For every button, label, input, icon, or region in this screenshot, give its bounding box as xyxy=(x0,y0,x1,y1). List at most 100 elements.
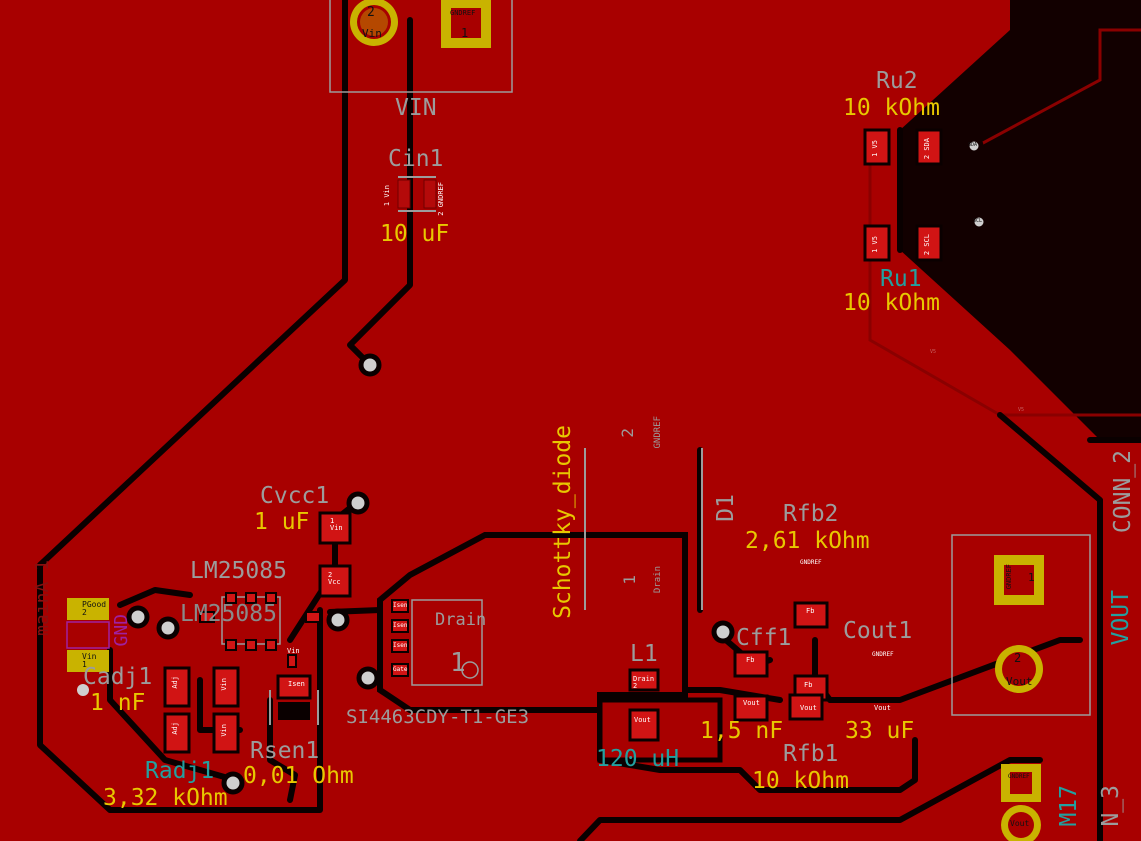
ru2-ref-label: Ru2 xyxy=(876,68,918,94)
rsen1-value-label: 0,01 Ohm xyxy=(243,763,354,789)
via-vout xyxy=(711,620,735,644)
cvcc1-ref-label: Cvcc1 xyxy=(260,483,330,509)
via-left-3 xyxy=(77,684,89,696)
net-v5-label-1: V5 xyxy=(930,349,937,355)
vin-connector-outline xyxy=(329,0,513,93)
l1-ref-label: L1 xyxy=(630,641,658,667)
cin1-pad1-label: 1 Vin xyxy=(383,185,391,207)
cin1-ref-label: Cin1 xyxy=(388,146,444,172)
cout1-value-label: 33 uF xyxy=(845,718,915,744)
d1-pad1-number: 1 xyxy=(620,575,639,585)
ru1-pad2-label: 2 SCL xyxy=(923,234,931,256)
radj1-pad2-label: Vin xyxy=(220,724,228,737)
cout1-pad2-label: GNDREF xyxy=(872,651,894,658)
conn3-ref-label: N_3 xyxy=(1098,785,1124,827)
rfb2-value-label: 2,61 kOhm xyxy=(745,528,870,554)
q1-pin-isen-2: Isen xyxy=(393,622,408,629)
cout1-pad1-label: Vout xyxy=(874,704,891,712)
rsen1-vin-label: Vin xyxy=(287,647,300,655)
via-left-1 xyxy=(126,605,150,629)
vin-pad2-net: Vin xyxy=(362,27,382,40)
cadj1-ref-label: Cadj1 xyxy=(83,664,153,690)
ru2-value-label: 10 kOhm xyxy=(843,95,940,121)
lm25085-fab-ref: LM25085 xyxy=(180,601,277,627)
ru2-pad2-label: 2 SDA xyxy=(923,138,931,160)
via-cvcc xyxy=(346,491,370,515)
cff1-value-label: 1,5 nF xyxy=(700,718,784,744)
cadj1-pad1-label: Adj xyxy=(171,676,179,689)
vin-pad1-number: 1 xyxy=(461,26,469,40)
via-sda-label: SDA xyxy=(968,142,978,148)
via-left-2 xyxy=(156,616,180,640)
drain-copper-pour xyxy=(377,532,688,713)
vout-pad1-number: 1 xyxy=(1028,571,1035,584)
rfb1-pad2-label: Fb xyxy=(804,681,813,689)
vout-pad1-net: GNDREF xyxy=(1005,564,1013,590)
ru1-value-label: 10 kOhm xyxy=(843,290,940,316)
m17-pad1-net: GNDREF xyxy=(1008,773,1030,780)
rsen1-ref-label: Rsen1 xyxy=(250,738,320,764)
radj1-value-label: 3,32 kOhm xyxy=(103,785,228,811)
left-ic-ref-label: GND xyxy=(111,614,132,647)
rfb1-ref-label: Rfb1 xyxy=(783,741,839,767)
cff1-ref-label: Cff1 xyxy=(736,625,792,651)
conn2-ref-label: CONN_2 xyxy=(1110,450,1136,534)
vout-ref-label: VOUT xyxy=(1108,590,1134,646)
copper-zone-upper-right xyxy=(900,0,1141,440)
vout-pad2-number: 2 xyxy=(1014,651,1022,665)
via-scl xyxy=(969,212,989,232)
rfb1-value-label: 10 kOhm xyxy=(752,768,849,794)
q1-outline xyxy=(411,599,483,686)
cadj1-value-label: 1 nF xyxy=(90,690,146,716)
rsen1-pad-label: Isen xyxy=(288,680,305,688)
d1-pad1-net: Drain xyxy=(653,566,663,594)
rfb1-pad1-label: Vout xyxy=(800,704,817,712)
q1-drain-label: Drain xyxy=(435,610,487,630)
cin1-value-label: 10 uF xyxy=(380,221,450,247)
radj1-ref-label: Radj1 xyxy=(145,758,215,784)
vin-pad2-number: 2 xyxy=(367,5,375,20)
q1-pin-isen-3: Isen xyxy=(393,642,408,649)
q1-pin1-label: 1 xyxy=(450,648,466,678)
via-scl-label: SCL xyxy=(973,218,983,224)
lm25085-silk-ref: LM25085 xyxy=(190,558,287,584)
net-v5-label-2: V5 xyxy=(1018,407,1025,413)
cff1-pad1-label: Vout xyxy=(743,699,760,707)
m17-ref-label: M17 xyxy=(1056,785,1082,827)
rfb2-ref-label: Rfb2 xyxy=(783,501,839,527)
d1-ref-label: D1 xyxy=(713,494,739,522)
m17-pad2-net: Vout xyxy=(1010,819,1030,828)
q1-pin-gate: Gate xyxy=(393,666,408,673)
cff1-pad2-label: Fb xyxy=(746,656,755,664)
d1-pad2-net: GNDREF xyxy=(653,416,663,449)
cvcc1-value-label: 1 uF xyxy=(254,509,310,535)
cout1-ref-label: Cout1 xyxy=(843,618,913,644)
l1-pad1-label: Vout xyxy=(634,716,651,724)
vin-pad1-net: GNDREF xyxy=(450,9,476,17)
d1-pad2-number: 2 xyxy=(618,428,637,438)
vout-pad2-net: Vout xyxy=(1006,675,1033,688)
q1-ref-label: SI4463CDY-T1-GE3 xyxy=(346,706,530,728)
via-isen xyxy=(326,608,350,632)
via-vin-mid xyxy=(358,353,382,377)
q1-pin-isen-1: Isen xyxy=(393,602,408,609)
via-bottom xyxy=(221,771,245,795)
rfb2-pad1-label: Fb xyxy=(806,607,815,615)
via-gate xyxy=(356,666,380,690)
cin1-pad2-label: 2 GNDREF xyxy=(437,182,445,216)
vout-connector-outline xyxy=(951,534,1091,716)
rfb2-pad2-label: GNDREF xyxy=(800,559,822,566)
vin-ref-label: VIN xyxy=(395,95,437,121)
cadj1-pad2-label: Vin xyxy=(220,678,228,691)
l1-value-label: 120 uH xyxy=(596,746,680,772)
ru1-pad1-label: 1 V5 xyxy=(871,236,879,253)
